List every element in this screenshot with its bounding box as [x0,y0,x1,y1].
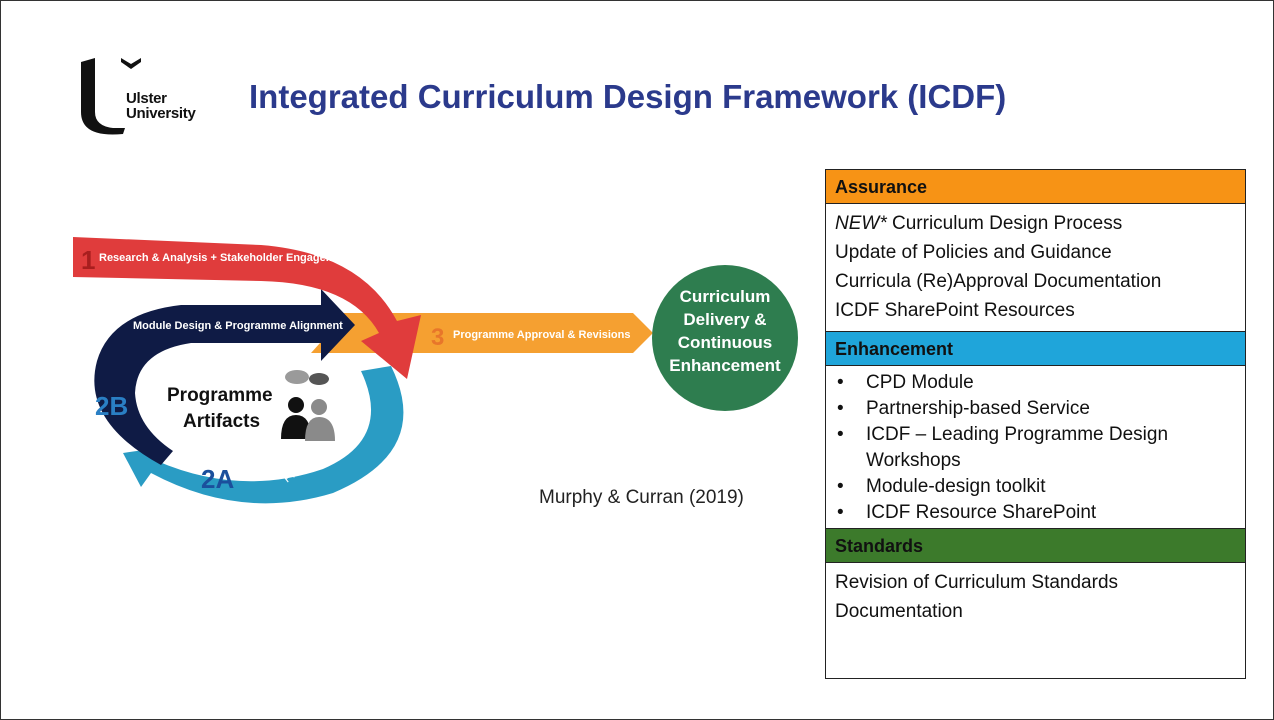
logo-chevron [121,58,141,69]
arrow-1-label: Research & Analysis + Stakeholder Engage… [99,252,352,264]
enhancement-section: CPD Module Partnership-based Service ICD… [826,366,1245,529]
standards-item: Revision of Curriculum Standards Documen… [835,572,1119,622]
arrow-2b-label-line1: Module Design & Programme Alignment [133,320,343,332]
standards-list: Revision of Curriculum Standards Documen… [826,563,1245,632]
assurance-list: NEW* Curriculum Design Process Update of… [826,204,1245,332]
arrow-2a-number: 2A [201,464,234,494]
delivery-enhancement-circle [652,265,798,411]
enhancement-item: CPD Module [837,370,1237,396]
ulster-university-logo [81,58,141,135]
assurance-item-text: Curriculum Design Process [886,213,1123,234]
enhancement-header: Enhancement [826,332,1245,366]
icdf-cycle-diagram: 3 Programme Approval & Revisions 2A Prog… [73,237,798,504]
assurance-header: Assurance [826,170,1245,204]
arrow-3-number: 3 [431,324,444,351]
circle-line1: Curriculum [680,287,771,306]
center-label-line1: Programme [167,385,273,406]
standards-header: Standards [826,529,1245,563]
initiatives-panel: Assurance NEW* Curriculum Design Process… [825,169,1246,679]
arrow-1-number: 1 [81,245,95,275]
assurance-item: Update of Policies and Guidance [835,242,1112,263]
logo-mark [81,58,125,135]
assurance-item: ICDF SharePoint Resources [835,300,1075,321]
circle-line2: Delivery & [683,310,766,329]
assurance-item: NEW* Curriculum Design Process [835,209,1237,238]
enhancement-item: Module-design toolkit [837,474,1237,500]
arrow-3-label: Programme Approval & Revisions [453,329,630,341]
circle-line3: Continuous [678,333,772,352]
assurance-item: Curricula (Re)Approval Documentation [835,271,1162,292]
center-label-line2: Artifacts [183,411,260,432]
arrow-2b-number: 2B [95,391,128,421]
logo-wordmark: Ulster University [126,91,196,121]
page-title: Integrated Curriculum Design Framework (… [249,78,1007,115]
new-tag: NEW* [835,213,887,234]
people-chat-icon [281,370,335,441]
arrow-2a-shape [123,366,404,504]
enhancement-item: Partnership-based Service [837,396,1237,422]
enhancement-item: ICDF Resource SharePoint [837,500,1237,526]
citation: Murphy & Curran (2019) [539,487,744,508]
arrow-1-shape [73,237,421,379]
logo-line1: Ulster [126,90,167,107]
arrow-2b-shape [94,289,355,465]
circle-line4: Enhancement [669,356,781,375]
enhancement-list: CPD Module Partnership-based Service ICD… [826,366,1245,528]
enhancement-item: ICDF – Leading Programme Design Workshop… [837,422,1237,474]
logo-line2: University [126,105,196,122]
